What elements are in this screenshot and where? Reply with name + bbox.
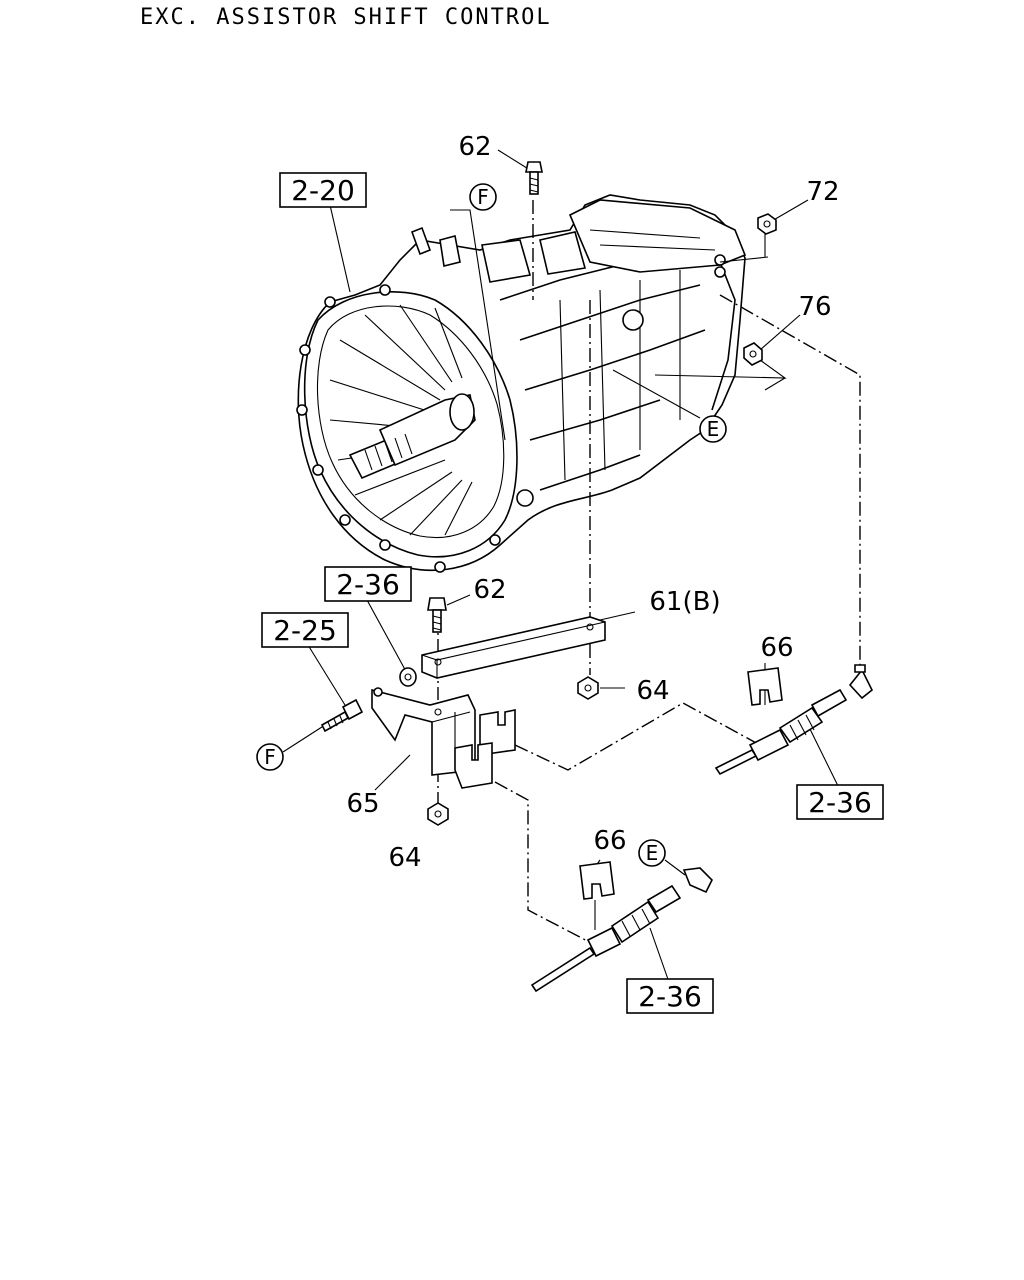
part-label-64-lower: 64 [388, 843, 421, 873]
circle-e-lower-label: E [646, 841, 659, 865]
part-label-66-upper: 66 [760, 633, 793, 663]
circle-f-top: F [469, 183, 497, 211]
part-label-76: 76 [798, 292, 831, 322]
part-label-64-right: 64 [636, 676, 669, 706]
ref-transmission-label: 2-20 [291, 174, 355, 207]
ref-cable-lower-label: 2-36 [638, 980, 702, 1013]
bolt-62-mid [427, 597, 447, 633]
bracket-65 [371, 687, 516, 789]
bracket-61b [421, 616, 606, 679]
ref-box-bracket[interactable]: 2-36 [324, 566, 412, 602]
ref-bolt-left-label: 2-25 [273, 614, 337, 647]
part-label-72: 72 [806, 177, 839, 207]
stud-bolt-left [320, 698, 364, 733]
circle-f-left: F [256, 743, 284, 771]
ref-box-bolt-left[interactable]: 2-25 [261, 612, 349, 648]
circle-f-left-label: F [264, 745, 276, 769]
nut-64-lower [427, 802, 449, 826]
part-label-61b: 61(B) [649, 587, 720, 617]
clip-66-lower [579, 861, 615, 900]
circle-e-right-label: E [707, 417, 720, 441]
circle-f-top-label: F [477, 185, 489, 209]
clip-66-upper [747, 667, 783, 706]
ref-cable-upper-label: 2-36 [808, 786, 872, 819]
part-label-62-mid: 62 [473, 575, 506, 605]
bolt-62-top [525, 161, 543, 195]
cable-lower [530, 867, 713, 993]
nut-72 [757, 213, 777, 235]
diagram-title: EXC. ASSISTOR SHIFT CONTROL [140, 5, 552, 30]
circle-e-lower: E [638, 839, 666, 867]
ref-box-transmission[interactable]: 2-20 [279, 172, 367, 208]
washer [399, 667, 417, 687]
pointer-lines [282, 149, 841, 986]
part-label-62-top: 62 [458, 132, 491, 162]
nut-76 [743, 342, 763, 366]
ref-box-cable-lower[interactable]: 2-36 [626, 978, 714, 1014]
transmission-assembly [296, 194, 747, 573]
part-label-65: 65 [346, 789, 379, 819]
nut-64-right [577, 676, 599, 700]
ref-bracket-label: 2-36 [336, 568, 400, 601]
part-label-66-lower: 66 [593, 826, 626, 856]
ref-box-cable-upper[interactable]: 2-36 [796, 784, 884, 820]
cable-upper [714, 664, 874, 776]
circle-e-right: E [699, 415, 727, 443]
